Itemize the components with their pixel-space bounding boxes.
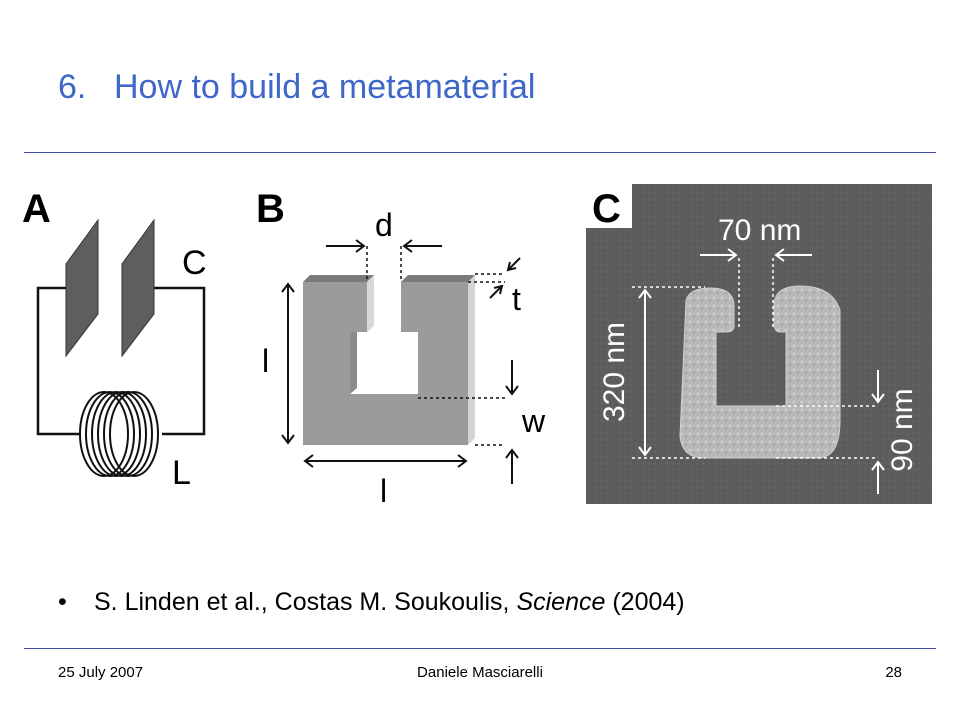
arm-label: w	[521, 403, 546, 439]
width-arrow	[303, 454, 468, 468]
slide-title: 6. How to build a metamaterial	[58, 68, 535, 107]
capacitor-plate-left	[65, 218, 99, 358]
sem-arrows	[638, 248, 885, 494]
inductor-coil	[79, 391, 159, 477]
gap-label: d	[375, 207, 393, 243]
inductor-label: L	[172, 454, 191, 492]
size-dimension: 320 nm	[598, 322, 631, 422]
bottom-divider	[24, 648, 936, 649]
srr-gap-face	[367, 275, 374, 332]
metamaterial-figure: A C L B	[22, 184, 932, 509]
srr-inner-face	[350, 326, 357, 394]
srr-top-left	[303, 275, 374, 282]
footer-date: 25 July 2007	[58, 664, 144, 681]
height-arrow	[281, 282, 295, 445]
panel-c: C 70 nm 320 nm 90 nm	[586, 184, 932, 504]
citation-bullet: •S. Linden et al., Costas M. Soukoulis, …	[58, 588, 685, 617]
title-text: How to build a metamaterial	[114, 68, 536, 106]
width-label: l	[380, 473, 387, 509]
panel-b-letter: B	[256, 187, 285, 231]
panel-a: A C L	[22, 187, 207, 492]
t-guides	[468, 273, 505, 283]
gap-dimension: 70 nm	[718, 214, 801, 247]
w-arrows	[505, 360, 519, 484]
capacitor-label: C	[182, 244, 207, 282]
title-number: 6.	[58, 68, 87, 106]
height-label: l	[262, 343, 269, 379]
srr-top-right	[401, 275, 475, 282]
w-guides	[418, 397, 505, 446]
letter-box	[586, 184, 632, 228]
top-divider	[24, 152, 936, 153]
wire-left	[36, 286, 92, 436]
citation-authors: S. Linden et al., Costas M. Soukoulis,	[94, 588, 517, 616]
capacitor-plate-right	[121, 218, 155, 358]
panel-b: B d t l	[256, 187, 546, 509]
wire-right	[150, 286, 206, 436]
panel-c-letter: C	[592, 187, 621, 231]
footer-page-number: 28	[885, 664, 902, 681]
arm-dimension: 90 nm	[886, 388, 919, 471]
d-guides	[366, 246, 402, 280]
thickness-label: t	[512, 281, 521, 317]
citation-journal: Science	[516, 588, 606, 616]
srr-side	[468, 275, 475, 445]
split-ring-front	[303, 282, 468, 445]
panel-a-letter: A	[22, 187, 51, 231]
citation-year: (2004)	[605, 588, 685, 616]
bullet-mark: •	[58, 588, 67, 616]
t-arrows	[489, 257, 521, 299]
footer-author: Daniele Masciarelli	[417, 664, 543, 681]
d-arrows	[326, 239, 442, 253]
sem-guides	[632, 258, 878, 459]
fabricated-ring	[679, 285, 841, 459]
